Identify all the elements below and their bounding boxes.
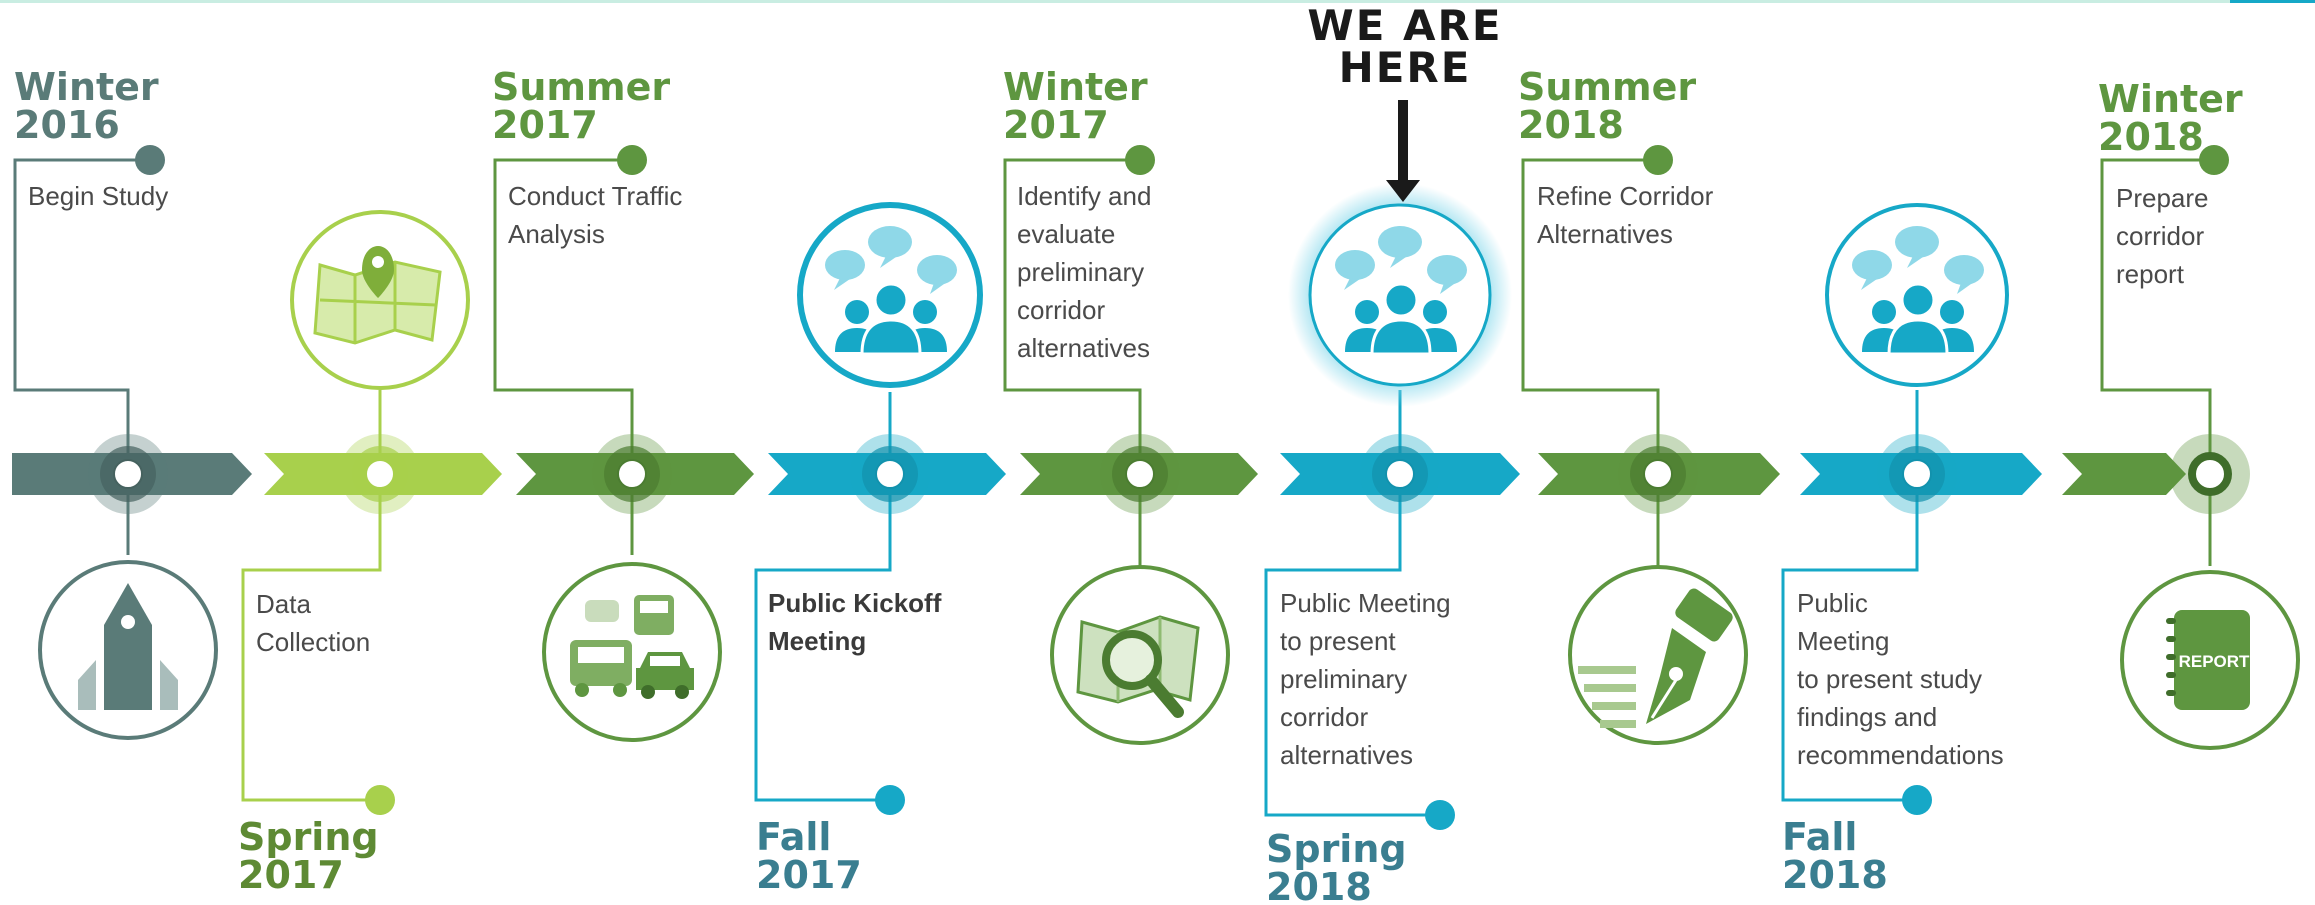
endpoint-dots: [135, 145, 2229, 830]
season-3: Summer: [492, 65, 670, 109]
connector-6: [1264, 390, 1440, 817]
season-9: Winter: [2098, 77, 2243, 121]
magnifier-map-icon: [1050, 565, 1230, 745]
year-7: 2018: [1518, 103, 1624, 147]
rocket-icon: [38, 560, 218, 740]
desc-3-line-1: Conduct Traffic: [508, 181, 682, 211]
desc-4-line-1: Public Kickoff: [768, 588, 942, 618]
people-meeting-icon-2: [1825, 203, 2009, 387]
node-4: [875, 459, 905, 489]
dot-5: [1125, 145, 1155, 175]
dot-3: [617, 145, 647, 175]
callout-line-1: WE ARE: [1307, 1, 1502, 50]
node-1: [113, 459, 143, 489]
year-2: 2017: [238, 853, 344, 897]
node-7: [1643, 459, 1673, 489]
arrow-segment-9: [2062, 453, 2186, 495]
connector-9: [2100, 158, 2214, 566]
connector-2: [241, 390, 382, 802]
desc-9-line-2: corridor: [2116, 221, 2204, 251]
desc-8-line-2: Meeting: [1797, 626, 1890, 656]
node-5: [1125, 459, 1155, 489]
node-8: [1902, 459, 1932, 489]
we-are-here-callout: WE ARE HERE: [1307, 1, 1502, 202]
desc-6-line-2: to present: [1280, 626, 1396, 656]
timeline-band: [12, 453, 2186, 495]
desc-3-line-2: Analysis: [508, 219, 605, 249]
callout-arrow-shaft: [1398, 100, 1408, 184]
desc-8-line-1: Public: [1797, 588, 1868, 618]
year-1: 2016: [14, 103, 120, 147]
dot-8: [1902, 785, 1932, 815]
dot-4: [875, 785, 905, 815]
desc-6-line-3: preliminary: [1280, 664, 1407, 694]
callout-arrow-head: [1386, 180, 1420, 202]
desc-5-line-2: evaluate: [1017, 219, 1115, 249]
season-6: Spring: [1266, 827, 1407, 871]
desc-6-line-1: Public Meeting: [1280, 588, 1451, 618]
desc-8-line-3: to present study: [1797, 664, 1982, 694]
pen-nib-icon: [1568, 565, 1748, 745]
node-6: [1385, 459, 1415, 489]
desc-8-line-5: recommendations: [1797, 740, 2004, 770]
season-7: Summer: [1518, 65, 1696, 109]
desc-6-line-5: alternatives: [1280, 740, 1413, 770]
season-8: Fall: [1782, 815, 1857, 859]
dot-1: [135, 145, 165, 175]
dot-2: [365, 785, 395, 815]
top-border-accent: [2230, 0, 2315, 3]
desc-7-line-2: Alternatives: [1537, 219, 1673, 249]
dot-6: [1425, 800, 1455, 830]
year-6: 2018: [1266, 865, 1372, 905]
top-border: [0, 0, 2315, 3]
report-label: REPORT: [2179, 652, 2250, 671]
connector-3: [493, 158, 634, 555]
node-9: [2188, 452, 2232, 496]
node-3: [617, 459, 647, 489]
timeline-nodes: [88, 434, 2250, 514]
season-4: Fall: [756, 815, 831, 859]
dot-9: [2199, 145, 2229, 175]
callout-line-2: HERE: [1339, 43, 1472, 92]
people-meeting-icon-current: [1288, 183, 1512, 407]
desc-4-line-2: Meeting: [768, 626, 866, 656]
desc-5-line-1: Identify and: [1017, 181, 1151, 211]
desc-8-line-4: findings and: [1797, 702, 1937, 732]
year-9: 2018: [2098, 115, 2204, 159]
node-2: [365, 459, 395, 489]
milestone-descriptions: Begin Study Data Collection Conduct Traf…: [28, 181, 2209, 770]
desc-5-line-4: corridor: [1017, 295, 1105, 325]
desc-5-line-3: preliminary: [1017, 257, 1144, 287]
desc-5-line-5: alternatives: [1017, 333, 1150, 363]
connector-4: [754, 392, 892, 802]
desc-6-line-4: corridor: [1280, 702, 1368, 732]
map-pin-icon: [290, 210, 470, 390]
year-8: 2018: [1782, 853, 1888, 897]
year-4: 2017: [756, 853, 862, 897]
season-1: Winter: [14, 65, 159, 109]
desc-9-line-1: Prepare: [2116, 183, 2209, 213]
season-5: Winter: [1003, 65, 1148, 109]
desc-7-line-1: Refine Corridor: [1537, 181, 1714, 211]
year-3: 2017: [492, 103, 598, 147]
desc-2-line-2: Collection: [256, 627, 370, 657]
desc-9-line-3: report: [2116, 259, 2185, 289]
desc-1-line-1: Begin Study: [28, 181, 168, 211]
season-2: Spring: [238, 815, 379, 859]
desc-2-line-1: Data: [256, 589, 311, 619]
dot-7: [1643, 145, 1673, 175]
season-labels: Winter 2016 Spring 2017 Summer 2017 Fall…: [14, 65, 2243, 905]
connector-8: [1781, 390, 1919, 802]
report-book-icon: REPORT: [2120, 570, 2300, 750]
vehicles-icon: [542, 562, 722, 742]
people-meeting-icon: [797, 202, 983, 388]
year-5: 2017: [1003, 103, 1109, 147]
connector-1: [13, 158, 150, 555]
